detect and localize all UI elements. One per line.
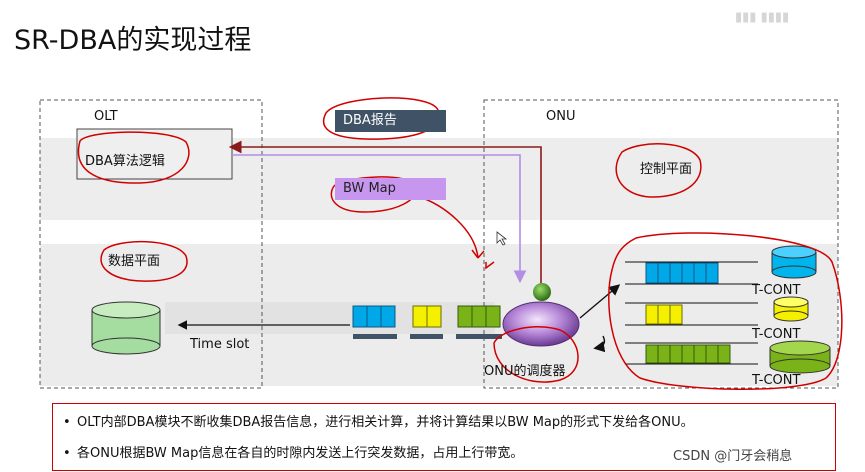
note-item: • 各ONU根据BW Map信息在各自的时隙内发送上行突发数据，占用上行带宽。 bbox=[63, 442, 523, 461]
note-text: 各ONU根据BW Map信息在各自的时隙内发送上行突发数据，占用上行带宽。 bbox=[77, 446, 524, 461]
time-slot-label: Time slot bbox=[190, 337, 250, 352]
note-item: • OLT内部DBA模块不断收集DBA报告信息，进行相关计算，并将计算结果以BW … bbox=[63, 411, 694, 430]
note-text: OLT内部DBA模块不断收集DBA报告信息，进行相关计算，并将计算结果以BW M… bbox=[77, 415, 694, 430]
dba-report-arrow bbox=[228, 140, 542, 286]
tcont-cylinder-blue bbox=[771, 245, 817, 279]
tcont-queue-green bbox=[625, 342, 758, 365]
olt-buffer-cylinder bbox=[91, 301, 161, 355]
cursor-icon bbox=[496, 231, 508, 246]
dba-report-chip: DBA报告 bbox=[335, 110, 446, 132]
dba-algo-box bbox=[76, 128, 233, 180]
bullet-icon: • bbox=[63, 446, 71, 461]
uplink-burst-yellow bbox=[412, 305, 442, 328]
tcont-label: T-CONT bbox=[752, 283, 801, 298]
onu-label: ONU bbox=[546, 109, 576, 124]
scheduler-curl-arrow bbox=[593, 335, 606, 353]
notes-box: • OLT内部DBA模块不断收集DBA报告信息，进行相关计算，并将计算结果以BW … bbox=[52, 403, 836, 471]
scheduler-to-queues-arrow bbox=[579, 284, 621, 319]
csdn-watermark: CSDN @门牙会稍息 bbox=[673, 449, 793, 464]
olt-box bbox=[39, 99, 263, 389]
tcont-queue-yellow bbox=[625, 302, 758, 326]
time-slot-bar bbox=[456, 334, 502, 339]
olt-label: OLT bbox=[94, 109, 118, 124]
time-slot-bar bbox=[353, 334, 397, 339]
tcont-label: T-CONT bbox=[752, 373, 801, 388]
uplink-band bbox=[165, 302, 495, 334]
bw-map-arrow bbox=[232, 154, 527, 284]
scheduler-ball bbox=[533, 283, 551, 301]
data-plane-label: 数据平面 bbox=[108, 254, 161, 269]
tcont-cylinder-yellow bbox=[773, 296, 809, 322]
dba-algo-label: DBA算法逻辑 bbox=[85, 154, 165, 169]
uplink-burst-blue bbox=[352, 305, 396, 328]
tcont-queue-blue bbox=[625, 261, 758, 285]
time-slot-bar bbox=[410, 334, 443, 339]
uplink-burst-green bbox=[457, 305, 501, 328]
bw-map-chip: BW Map bbox=[335, 178, 446, 200]
control-plane-label: 控制平面 bbox=[640, 162, 693, 177]
onu-scheduler-label: ONU的调度器 bbox=[484, 364, 566, 379]
top-right-watermark: ▮▮▮ ▮▮▮▮ bbox=[735, 10, 790, 25]
tcont-cylinder-green bbox=[769, 340, 831, 374]
page-title: SR-DBA的实现过程 bbox=[14, 25, 252, 56]
bullet-icon: • bbox=[63, 415, 71, 430]
onu-box bbox=[483, 99, 839, 389]
tcont-label: T-CONT bbox=[752, 327, 801, 342]
onu-scheduler bbox=[502, 301, 580, 347]
